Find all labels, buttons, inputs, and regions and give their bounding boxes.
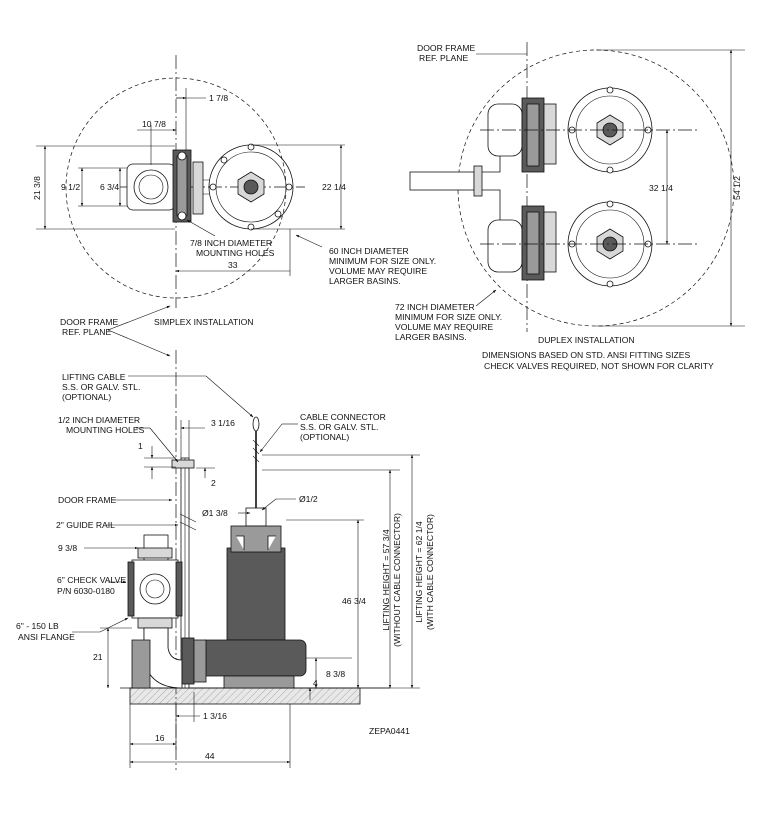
lifting-height-62-line2: (WITH CABLE CONNECTOR) xyxy=(425,514,435,630)
guide-rail-label: 2" GUIDE RAIL xyxy=(56,520,115,530)
basin-floor-slab xyxy=(129,687,361,705)
dim-32-1-4: 32 1/4 xyxy=(649,183,673,193)
simplex-elbow-inner xyxy=(138,174,164,200)
door-frame-ref-top-line2: REF. PLANE xyxy=(419,53,468,63)
dim-54-1-2: 54 1/2 xyxy=(732,176,742,200)
duplex-lower-elbow xyxy=(487,219,523,273)
dim-16: 16 xyxy=(155,733,165,743)
dim-10-7-8: 10 7/8 xyxy=(142,119,166,129)
lifting-height-57-line1: LIFTING HEIGHT = 57 3/4 xyxy=(381,529,391,631)
basin-60-note-line2: MINIMUM FOR SIZE ONLY. xyxy=(329,256,436,266)
dim-33: 33 xyxy=(228,260,238,270)
basin-72-note-line2: MINIMUM FOR SIZE ONLY. xyxy=(395,312,502,322)
mounting-holes-note-line1: 7/8 INCH DIAMETER xyxy=(190,238,272,248)
lifting-height-57-line2: (WITHOUT CABLE CONNECTOR) xyxy=(392,513,402,647)
door-frame-ref-left-line1: DOOR FRAME xyxy=(60,317,119,327)
dim-22-1-4: 22 1/4 xyxy=(322,182,346,192)
lifting-cable-note-line2: S.S. OR GALV. STL. xyxy=(62,382,140,392)
simplex-elbow-bore xyxy=(133,169,169,205)
ansi-flange-note-line2: ANSI FLANGE xyxy=(18,632,75,642)
simplex-discharge-flange xyxy=(192,161,204,215)
dim-dia-1-3-8: Ø1 3/8 xyxy=(202,508,228,518)
dim-21: 21 xyxy=(93,652,103,662)
basin-60-note-line3: VOLUME MAY REQUIRE xyxy=(329,266,427,276)
dim-46-3-4: 46 3/4 xyxy=(342,596,366,606)
pump-volute xyxy=(199,639,307,677)
dim-dia-1-2: Ø1/2 xyxy=(299,494,318,504)
dim-1-3-16: 1 3/16 xyxy=(203,711,227,721)
dim-9-3-8: 9 3/8 xyxy=(58,543,77,553)
simplex-bolt-top xyxy=(177,151,187,161)
check-valve-note-line1: 6" CHECK VALVE xyxy=(57,575,126,585)
check-valve-note-line2: P/N 6030-0180 xyxy=(57,586,115,596)
simplex-elevation-view: LIFTING CABLE S.S. OR GALV. STL. (OPTION… xyxy=(16,350,435,770)
dim-8-3-8: 8 3/8 xyxy=(326,669,345,679)
ansi-flange-note-line1: 6" - 150 LB xyxy=(16,621,59,631)
duplex-plan-view: DOOR FRAME REF. PLANE xyxy=(395,42,745,371)
simplex-rail-bracket-face xyxy=(176,155,188,217)
general-note-line2: CHECK VALVES REQUIRED, NOT SHOWN FOR CLA… xyxy=(484,361,714,371)
door-frame-ref-left-line2: REF. PLANE xyxy=(62,327,111,337)
dim-1-7-8: 1 7/8 xyxy=(209,93,228,103)
upper-guide-bracket xyxy=(171,459,195,469)
half-inch-mounting-holes-line1: 1/2 INCH DIAMETER xyxy=(58,415,140,425)
basin-60-note-line1: 60 INCH DIAMETER xyxy=(329,246,409,256)
basin-72-note-line3: VOLUME MAY REQUIRE xyxy=(395,322,493,332)
pump-motor xyxy=(226,547,286,641)
dim-1: 1 xyxy=(138,441,143,451)
basin-72-note-line4: LARGER BASINS. xyxy=(395,332,467,342)
dim-3-1-16: 3 1/16 xyxy=(211,418,235,428)
simplex-plan-view: 1 7/8 10 7/8 21 3/8 9 1/2 6 3/4 22 1/4 3… xyxy=(32,55,436,357)
dim-21-3-8: 21 3/8 xyxy=(32,176,42,200)
check-valve-body xyxy=(131,559,179,619)
lifting-cable-note-line3: (OPTIONAL) xyxy=(62,392,111,402)
lifting-height-62-line1: LIFTING HEIGHT = 62 1/4 xyxy=(414,521,424,623)
simplex-installation-title: SIMPLEX INSTALLATION xyxy=(154,317,254,327)
cable-connector-note-line3: (OPTIONAL) xyxy=(300,432,349,442)
dim-44: 44 xyxy=(205,751,215,761)
dim-2: 2 xyxy=(211,478,216,488)
mounting-holes-note-line2: MOUNTING HOLES xyxy=(196,248,275,258)
cable-connector-note-line1: CABLE CONNECTOR xyxy=(300,412,386,422)
door-frame-side-label: DOOR FRAME xyxy=(58,495,117,505)
lifting-cable-note-line1: LIFTING CABLE xyxy=(62,372,126,382)
dim-4: 4 xyxy=(313,678,318,688)
duplex-discharge-pipe xyxy=(409,171,475,191)
cable-connector-eye xyxy=(252,416,260,432)
basin-72-note-line1: 72 INCH DIAMETER xyxy=(395,302,475,312)
basin-60-note-line4: LARGER BASINS. xyxy=(329,276,401,286)
simplex-bolt-bottom xyxy=(177,211,187,221)
duplex-installation-title: DUPLEX INSTALLATION xyxy=(538,335,635,345)
basin-72-outline xyxy=(457,49,735,327)
dim-9-1-2: 9 1/2 xyxy=(61,182,80,192)
door-frame-ref-top-line1: DOOR FRAME xyxy=(417,43,476,53)
half-inch-mounting-holes-line2: MOUNTING HOLES xyxy=(66,425,145,435)
cable-connector-note-line2: S.S. OR GALV. STL. xyxy=(300,422,378,432)
dim-6-3-4: 6 3/4 xyxy=(100,182,119,192)
drawing-number: ZEPA0441 xyxy=(369,726,410,736)
pump-lifting-bail xyxy=(245,507,267,527)
general-note-line1: DIMENSIONS BASED ON STD. ANSI FITTING SI… xyxy=(482,350,690,360)
